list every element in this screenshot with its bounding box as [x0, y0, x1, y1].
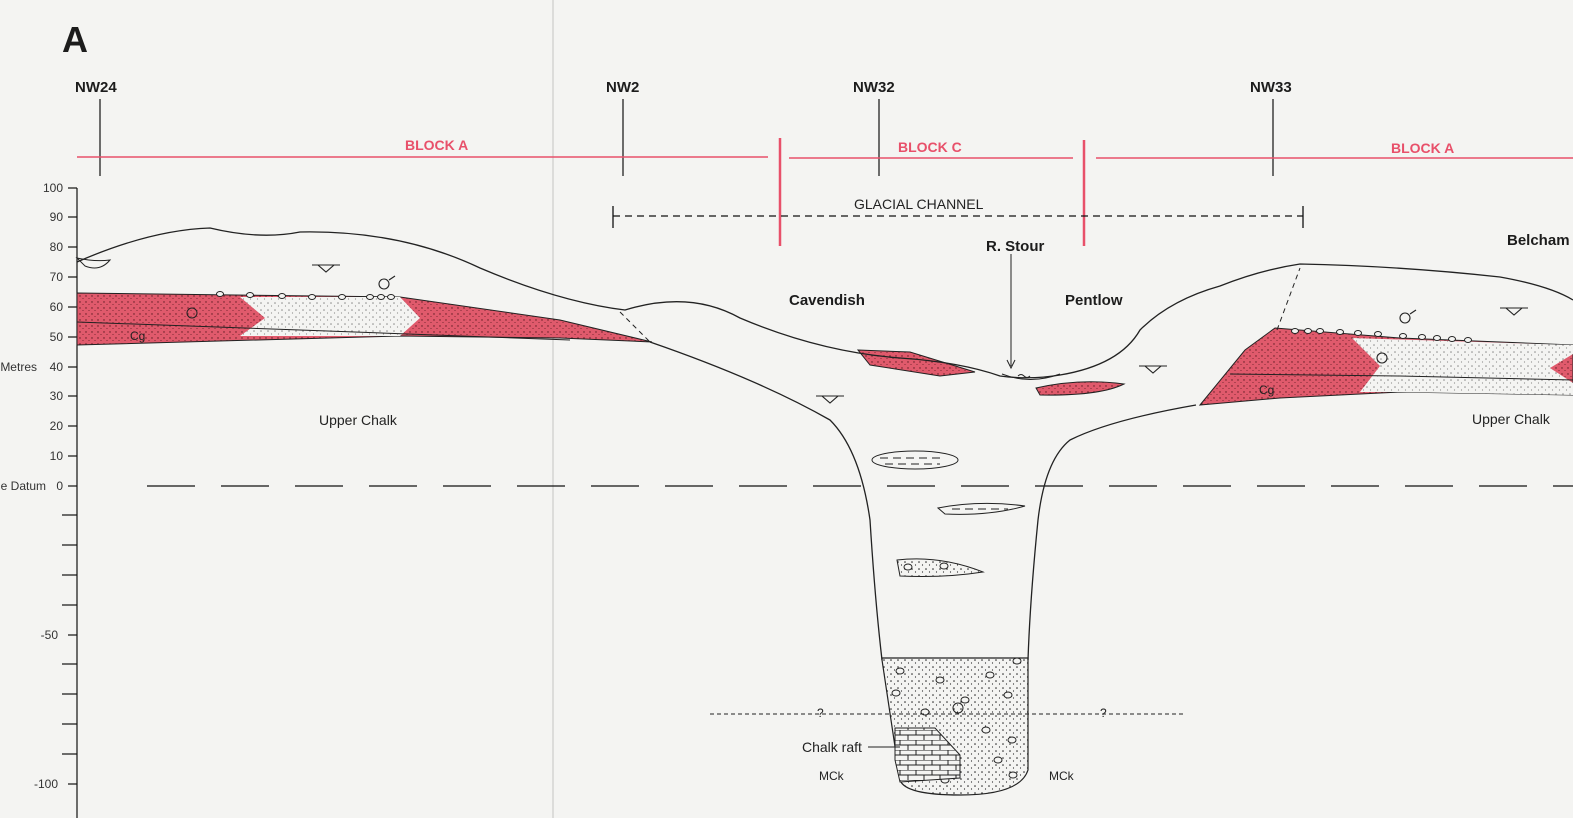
borehole-label: NW2 — [606, 79, 639, 96]
channel-wall-right — [1028, 405, 1196, 660]
axis-tick-label: 100 — [43, 181, 63, 195]
river-label: R. Stour — [986, 238, 1044, 255]
axis-tick-label: 90 — [50, 210, 64, 224]
axis-tick-label: 30 — [50, 389, 64, 403]
red-lens — [858, 350, 975, 376]
axis-tick-label: 80 — [50, 240, 64, 254]
clay-lens — [872, 451, 958, 469]
channel-wall-left — [650, 342, 882, 660]
borehole-label: NW24 — [75, 79, 117, 96]
query-mark: ? — [817, 706, 824, 720]
borehole-label: NW33 — [1250, 79, 1292, 96]
axis-tick-label: 10 — [50, 449, 64, 463]
unit-label-upper-chalk: Upper Chalk — [1472, 411, 1551, 427]
red-lens — [1036, 382, 1124, 395]
boreholes: NW24 NW2 NW32 NW33 — [75, 79, 1292, 176]
unit-label-cg: Cg — [130, 329, 145, 343]
gravel-deposit-left: Cg — [77, 292, 652, 346]
glacial-channel-label: GLACIAL CHANNEL — [854, 196, 984, 212]
figure-label: A — [62, 19, 88, 60]
unit-label-mck: MCk — [1049, 769, 1075, 783]
block-label: BLOCK A — [1391, 140, 1454, 156]
unit-label-upper-chalk: Upper Chalk — [319, 412, 398, 428]
axis-tick-label: 0 — [56, 479, 63, 493]
surface-hollow — [77, 258, 110, 268]
place-label-cavendish: Cavendish — [789, 292, 865, 309]
elevation-axis: 100 90 80 70 60 50 40 30 20 10 0 -50 -10… — [0, 181, 77, 818]
datum-label: e Datum — [1, 479, 46, 493]
axis-tick-label: 70 — [50, 270, 64, 284]
query-mark: ? — [1100, 706, 1107, 720]
gravel-deposit-right: Cg — [1200, 328, 1573, 405]
block-lines: BLOCK A BLOCK C BLOCK A — [77, 137, 1573, 246]
axis-title: Metres — [0, 360, 37, 374]
axis-tick-label: 20 — [50, 419, 64, 433]
axis-tick-label: -100 — [34, 777, 58, 791]
block-label: BLOCK C — [898, 139, 962, 155]
place-label-belchamp: Belcham — [1507, 232, 1570, 249]
axis-tick-label: 50 — [50, 330, 64, 344]
river-channel — [1002, 374, 1060, 380]
unit-label-chalk-raft: Chalk raft — [802, 739, 862, 755]
axis-tick-label: -50 — [41, 628, 59, 642]
place-label-pentlow: Pentlow — [1065, 292, 1123, 309]
axis-tick-label: 40 — [50, 360, 64, 374]
unit-label-cg: Cg — [1259, 383, 1274, 397]
glacial-channel-bracket: GLACIAL CHANNEL — [613, 196, 1303, 228]
block-label: BLOCK A — [405, 137, 468, 153]
borehole-label: NW32 — [853, 79, 895, 96]
axis-tick-label: 60 — [50, 300, 64, 314]
basal-gravel-fill — [868, 658, 1028, 795]
unit-label-mck: MCk — [819, 769, 845, 783]
